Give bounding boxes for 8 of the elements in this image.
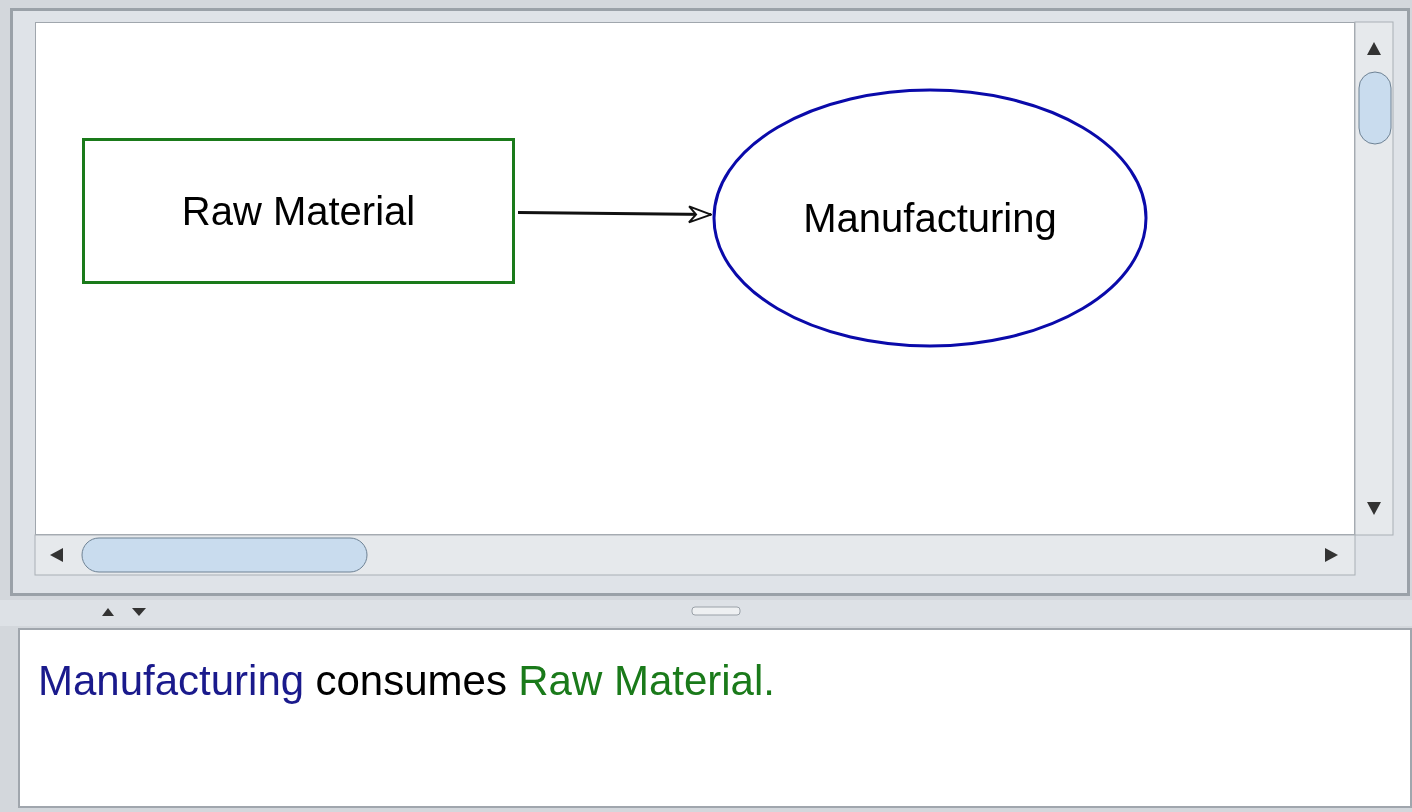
node-label: Raw Material	[181, 188, 416, 234]
process-box	[82, 138, 515, 284]
description-text: Manufacturing	[38, 657, 305, 705]
arrow	[518, 205, 713, 224]
node-label: Manufacturing	[803, 195, 1057, 241]
process-ellipse	[712, 88, 1148, 348]
description-text: consumes	[315, 657, 507, 705]
description-text: Raw Material.	[518, 657, 775, 705]
